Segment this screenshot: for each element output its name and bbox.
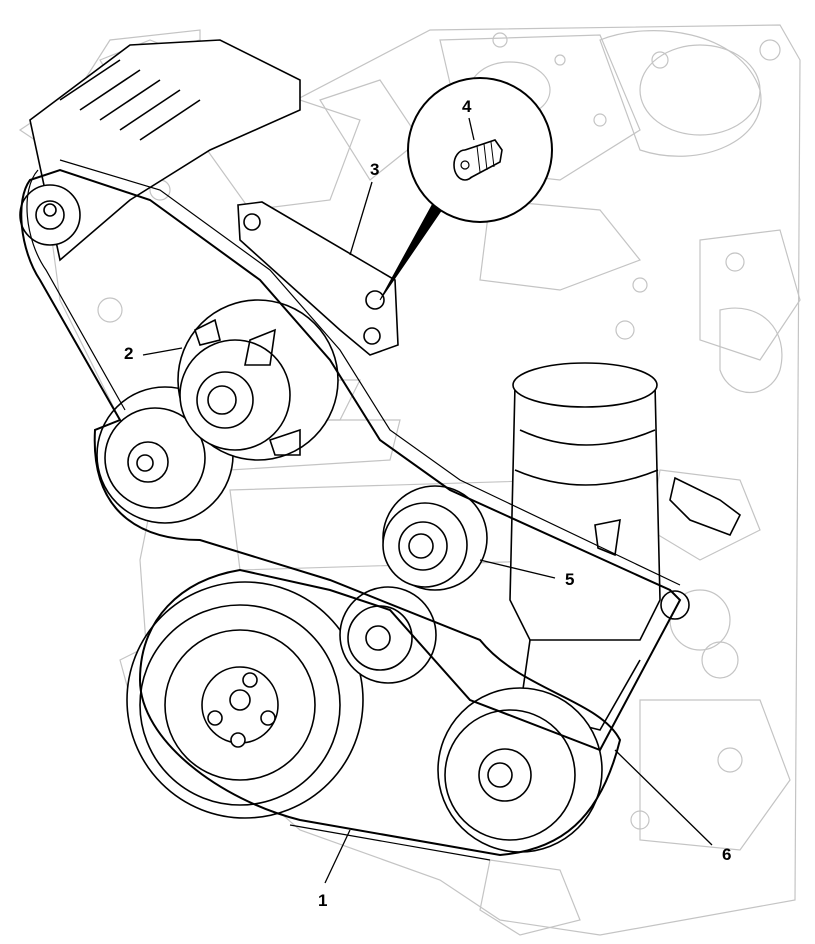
callout-1: 1	[318, 891, 328, 910]
callout-2: 2	[124, 344, 134, 363]
oil-filter-housing	[509, 362, 742, 731]
tensioner-pulley	[177, 299, 339, 461]
leader-3	[349, 181, 373, 256]
tensioner-bracket	[237, 201, 399, 356]
alternator	[19, 39, 301, 262]
leader-6	[614, 749, 713, 846]
idler-pulley	[382, 485, 488, 591]
leader-1	[324, 829, 351, 884]
callout-3: 3	[370, 160, 380, 179]
drive-belt	[20, 159, 682, 861]
leader-5	[479, 559, 556, 579]
callout-5: 5	[565, 570, 575, 589]
crankshaft-pulley	[126, 581, 364, 819]
leader-2	[142, 347, 183, 356]
compressor-pulley	[437, 687, 603, 853]
bolt-icon	[453, 139, 503, 181]
callout-6: 6	[722, 845, 732, 864]
idler-bolt	[660, 590, 690, 620]
leader-4	[468, 117, 475, 141]
lower-idler-pulley	[339, 586, 437, 684]
bolt-detail-inset	[379, 77, 553, 301]
leader-lines	[142, 117, 713, 884]
callout-4: 4	[462, 97, 472, 116]
